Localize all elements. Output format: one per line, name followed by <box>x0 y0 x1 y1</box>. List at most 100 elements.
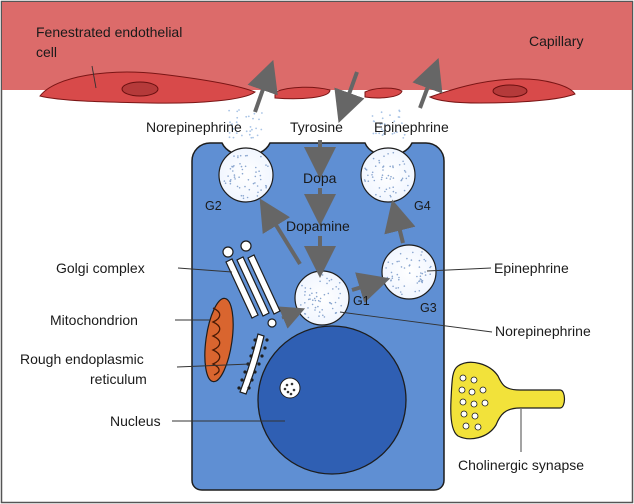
stipple-dot <box>389 165 392 168</box>
label-epinephrine-right: Epinephrine <box>494 260 569 276</box>
stipple-dot <box>334 312 337 314</box>
release-droplet <box>256 134 259 137</box>
granule-g3 <box>381 244 437 300</box>
golgi-vesicle-3 <box>267 318 277 328</box>
stipple-dot <box>410 259 413 261</box>
stipple-dot <box>233 165 235 167</box>
stipple-dot <box>317 305 319 308</box>
stipple-dot <box>429 273 432 276</box>
release-droplet <box>251 128 253 131</box>
stipple-dot <box>232 170 234 172</box>
stipple-dot <box>364 180 367 182</box>
stipple-dot <box>420 272 422 274</box>
stipple-dot <box>371 176 374 178</box>
stipple-dot <box>398 276 400 279</box>
release-droplet <box>258 118 260 121</box>
stipple-dot <box>304 290 306 293</box>
stipple-dot <box>229 180 232 183</box>
stipple-dot <box>398 278 400 281</box>
label-rer-line2: reticulum <box>90 371 147 387</box>
stipple-dot <box>327 292 330 295</box>
stipple-dot <box>334 301 337 304</box>
stipple-dot <box>380 178 383 181</box>
stipple-dot <box>416 275 418 278</box>
stipple-dot <box>424 274 427 276</box>
stipple-dot <box>371 171 374 174</box>
label-golgi: Golgi complex <box>56 260 145 276</box>
label-g3: G3 <box>420 301 437 315</box>
stipple-dot <box>259 178 262 181</box>
arrow-tyrosine-uptake <box>334 71 365 124</box>
release-droplet <box>250 136 253 139</box>
stipple-dot <box>323 293 326 296</box>
stipple-dot <box>403 189 406 192</box>
leader-norepinephrine <box>339 311 493 333</box>
stipple-dot <box>418 266 421 268</box>
stipple-dot <box>237 155 239 157</box>
release-droplet <box>252 136 254 139</box>
stipple-dot <box>237 156 239 159</box>
stipple-dot <box>423 258 426 261</box>
stipple-dot <box>389 194 392 197</box>
stipple-dot <box>401 178 403 181</box>
stipple-dot <box>408 264 411 266</box>
label-g1: G1 <box>353 294 370 308</box>
stipple-dot <box>236 185 239 188</box>
release-droplet <box>228 132 231 134</box>
stipple-dot <box>304 287 307 289</box>
release-droplet <box>236 123 239 126</box>
stipple-dot <box>397 287 400 289</box>
stipple-dot <box>260 155 262 158</box>
stipple-dot <box>242 197 245 200</box>
label-cholinergic: Cholinergic synapse <box>458 457 584 473</box>
stipple-dot <box>392 186 395 188</box>
stipple-dot <box>395 287 397 289</box>
stipple-dot <box>322 314 324 317</box>
stipple-dot <box>301 284 303 287</box>
stipple-dot <box>307 316 310 319</box>
release-droplet <box>236 116 239 119</box>
stipple-dot <box>240 194 243 197</box>
stipple-dot <box>241 168 244 171</box>
release-droplet <box>372 120 375 122</box>
endothelial-nucleus-1 <box>121 81 159 97</box>
stipple-dot <box>326 277 328 280</box>
stipple-dot <box>265 186 268 189</box>
release-droplet <box>252 117 254 120</box>
arrow-ne-release <box>247 59 278 113</box>
ribosomes <box>237 338 269 390</box>
release-droplet <box>381 122 383 125</box>
release-droplet <box>391 133 394 135</box>
release-droplet <box>253 112 256 115</box>
stipple-dot <box>244 155 247 157</box>
stipple-dot <box>332 288 334 290</box>
nucleolus <box>279 377 301 399</box>
stipple-dot <box>378 159 380 162</box>
release-droplet <box>232 127 235 130</box>
stipple-dot <box>254 182 256 184</box>
stipple-dot <box>412 251 414 254</box>
release-droplet <box>372 132 375 135</box>
stipple-dot <box>234 178 236 180</box>
stipple-dot <box>395 192 397 194</box>
stipple-dot <box>403 169 406 172</box>
stipple-dot <box>387 153 389 155</box>
label-tyrosine: Tyrosine <box>290 119 343 135</box>
stipple-dot <box>339 292 342 295</box>
stipple-dot <box>390 271 393 274</box>
golgi-cisterna-3 <box>247 254 281 315</box>
stipple-dot <box>408 272 411 274</box>
label-fenestrated-line1: Fenestrated endothelial <box>36 24 182 40</box>
stipple-dot <box>330 302 333 305</box>
stipple-dot <box>367 180 370 182</box>
stipple-dot <box>255 166 257 169</box>
stipple-dot <box>381 174 384 176</box>
label-fenestrated-line2: cell <box>36 44 57 60</box>
stipple-dot <box>319 300 321 303</box>
label-dopamine: Dopamine <box>286 218 350 234</box>
stipple-dot <box>378 161 381 164</box>
stipple-dot <box>382 165 385 167</box>
stipple-dot <box>244 185 246 188</box>
release-droplet <box>249 130 252 133</box>
stipple-dot <box>307 307 309 309</box>
